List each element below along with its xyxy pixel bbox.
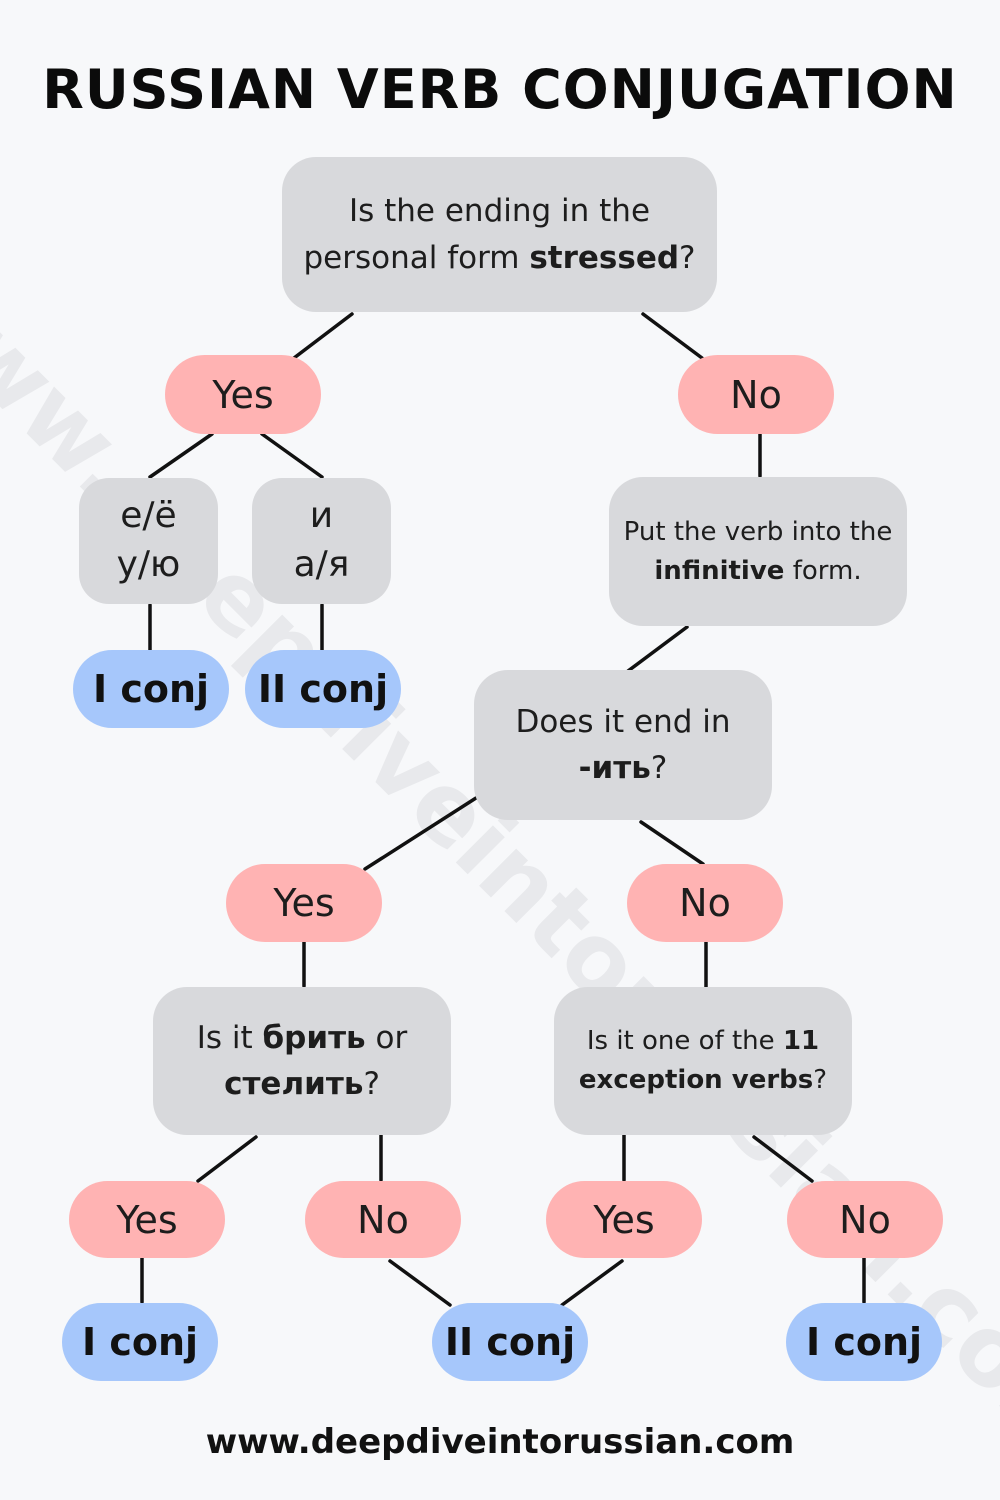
link-no3-iiconj bbox=[388, 1259, 452, 1307]
result-ii-conj-1: II conj bbox=[245, 650, 401, 728]
result-ii-conj-2: II conj bbox=[432, 1303, 588, 1381]
question-brit-stelit: Is it брить or стелить? bbox=[153, 987, 451, 1135]
answer-yes-brit: Yes bbox=[69, 1181, 225, 1258]
link-yes1-i bbox=[260, 432, 324, 479]
question-infinitive: Put the verb into the infinitive form. bbox=[609, 477, 907, 626]
link-it-no bbox=[639, 820, 705, 866]
answer-yes-exception: Yes bbox=[546, 1181, 702, 1258]
link-q1-yes bbox=[292, 312, 354, 360]
result-i-conj-3: I conj bbox=[786, 1303, 942, 1381]
link-inf-it bbox=[626, 625, 689, 673]
answer-no-stressed: No bbox=[678, 355, 834, 434]
question-exception-verbs: Is it one of the 11 exception verbs? bbox=[554, 987, 852, 1135]
answer-no-it: No bbox=[627, 864, 783, 942]
link-yes1-e bbox=[148, 432, 214, 479]
question-ending-stressed: Is the ending in the personal form stres… bbox=[282, 157, 717, 312]
link-brit-yes bbox=[196, 1135, 258, 1183]
result-i-conj-1: I conj bbox=[73, 650, 229, 728]
link-it-yes bbox=[363, 796, 478, 871]
result-i-conj-2: I conj bbox=[62, 1303, 218, 1381]
question-ends-in-it: Does it end in -ить? bbox=[474, 670, 772, 820]
page-title: RUSSIAN VERB CONJUGATION bbox=[42, 58, 958, 121]
link-q1-no bbox=[641, 312, 704, 360]
link-exc-no bbox=[752, 1135, 814, 1183]
answer-no-exception: No bbox=[787, 1181, 943, 1258]
answer-yes-stressed: Yes bbox=[165, 355, 321, 434]
answer-no-brit: No bbox=[305, 1181, 461, 1258]
link-yes4-iiconj bbox=[560, 1259, 624, 1307]
answer-yes-it: Yes bbox=[226, 864, 382, 942]
website-url[interactable]: www.deepdiveintorussian.com bbox=[205, 1422, 795, 1462]
